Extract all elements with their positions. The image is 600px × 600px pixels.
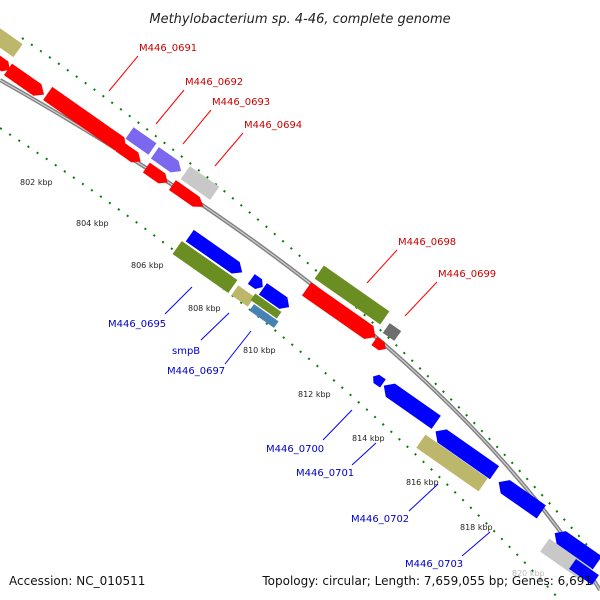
tick-label: 812 kbp — [298, 390, 331, 399]
tick-label: 818 kbp — [460, 523, 493, 532]
gene-feature-m446-0695[interactable] — [172, 240, 238, 294]
gene-labels: M446_0691 M446_0692 M446_0693 M446_0694 … — [108, 43, 496, 570]
gene-label-m446-0701[interactable]: M446_0701 — [296, 468, 354, 479]
gene-label-m446-0703[interactable]: M446_0703 — [405, 559, 463, 570]
gene-feature-red-arrow-4[interactable] — [168, 180, 207, 212]
gene-feature-m446-0701[interactable] — [431, 425, 500, 480]
gene-label-m446-0695[interactable]: M446_0695 — [108, 319, 166, 330]
leader-line-m446-0702 — [408, 483, 439, 512]
gene-feature-blue-tiny[interactable] — [370, 372, 386, 388]
gene-feature-red-arrow-3[interactable] — [142, 162, 171, 188]
tick-label: 816 kbp — [406, 478, 439, 487]
tick-label: 802 kbp — [20, 178, 53, 187]
gene-feature-blue-small[interactable] — [247, 274, 266, 292]
gene-features — [0, 24, 600, 585]
gene-feature-smpb[interactable] — [231, 285, 255, 307]
leader-line-m446-0691 — [108, 55, 139, 92]
gene-feature-m446-0703[interactable] — [550, 527, 600, 570]
gene-label-m446-0702[interactable]: M446_0702 — [351, 514, 409, 525]
gene-label-m446-0698[interactable]: M446_0698 — [398, 237, 456, 248]
gene-feature-blue-edge[interactable] — [569, 559, 599, 585]
gene-label-m446-0691[interactable]: M446_0691 — [139, 43, 197, 54]
leader-line-m446-0694 — [214, 132, 244, 167]
gene-feature-m446-0702[interactable] — [416, 434, 488, 492]
accession-label: Accession: NC_010511 — [9, 574, 145, 588]
label-leader-lines — [108, 55, 491, 557]
backbone-line-highlight — [0, 79, 600, 591]
gene-label-m446-0693[interactable]: M446_0693 — [212, 97, 270, 108]
genome-summary: Topology: circular; Length: 7,659,055 bp… — [261, 574, 592, 588]
leader-line-m446-0693 — [182, 109, 212, 145]
gene-feature-m446-0692-red[interactable] — [43, 86, 131, 155]
tick-label: 808 kbp — [188, 304, 221, 313]
tick-label: 806 kbp — [131, 261, 164, 270]
gene-feature-khaki[interactable] — [0, 24, 23, 58]
gene-feature-blue-reverse-1[interactable] — [185, 229, 246, 278]
leader-line-m446-0701 — [351, 442, 377, 466]
leader-line-m446-0697 — [224, 330, 252, 365]
gene-label-m446-0700[interactable]: M446_0700 — [266, 444, 324, 455]
leader-line-m446-0695 — [164, 286, 193, 315]
gene-feature-blue-reverse-3[interactable] — [494, 476, 546, 519]
gene-feature-blue-reverse-2[interactable] — [258, 283, 293, 313]
gene-feature-red-small[interactable] — [371, 336, 388, 353]
gene-feature-m446-0700[interactable] — [379, 379, 441, 429]
gene-feature-m446-0693[interactable] — [150, 147, 185, 177]
tick-label: 814 kbp — [352, 434, 385, 443]
gene-label-smpb[interactable]: smpB — [172, 346, 200, 357]
gene-label-m446-0694[interactable]: M446_0694 — [244, 120, 302, 131]
gene-feature-m446-0698[interactable] — [314, 265, 390, 325]
leader-line-smpb — [200, 312, 230, 341]
gene-feature-m446-0692[interactable] — [125, 127, 157, 155]
gene-feature-red-arrow[interactable] — [0, 51, 13, 75]
gene-feature-olive-thin[interactable] — [250, 293, 282, 319]
tick-label: 810 kbp — [243, 346, 276, 355]
leader-line-m446-0698 — [366, 249, 398, 284]
tick-labels: 802 kbp 804 kbp 806 kbp 808 kbp 810 kbp … — [20, 178, 545, 578]
gene-feature-red-arrow-2[interactable] — [115, 141, 144, 167]
gene-label-m446-0699[interactable]: M446_0699 — [438, 269, 496, 280]
gene-feature-m446-0694[interactable] — [180, 166, 220, 200]
leader-line-m446-0699 — [404, 281, 438, 317]
tick-label: 820 kbp — [512, 569, 545, 578]
backbone — [0, 78, 600, 592]
leader-line-m446-0692 — [155, 89, 185, 125]
leader-line-m446-0703 — [461, 531, 491, 557]
map-title: Methylobacterium sp. 4-46, complete geno… — [149, 12, 450, 27]
gene-label-m446-0692[interactable]: M446_0692 — [185, 77, 243, 88]
backbone-line-outer — [0, 78, 600, 592]
leader-line-m446-0700 — [322, 409, 353, 441]
gene-feature-red-m446-0698[interactable] — [302, 282, 380, 343]
gene-feature-m446-0699[interactable] — [382, 323, 402, 341]
gene-feature-m446-0691[interactable] — [3, 63, 48, 101]
tick-label: 804 kbp — [76, 219, 109, 228]
gene-feature-m446-0697[interactable] — [249, 304, 279, 328]
gene-label-m446-0697[interactable]: M446_0697 — [167, 366, 225, 377]
